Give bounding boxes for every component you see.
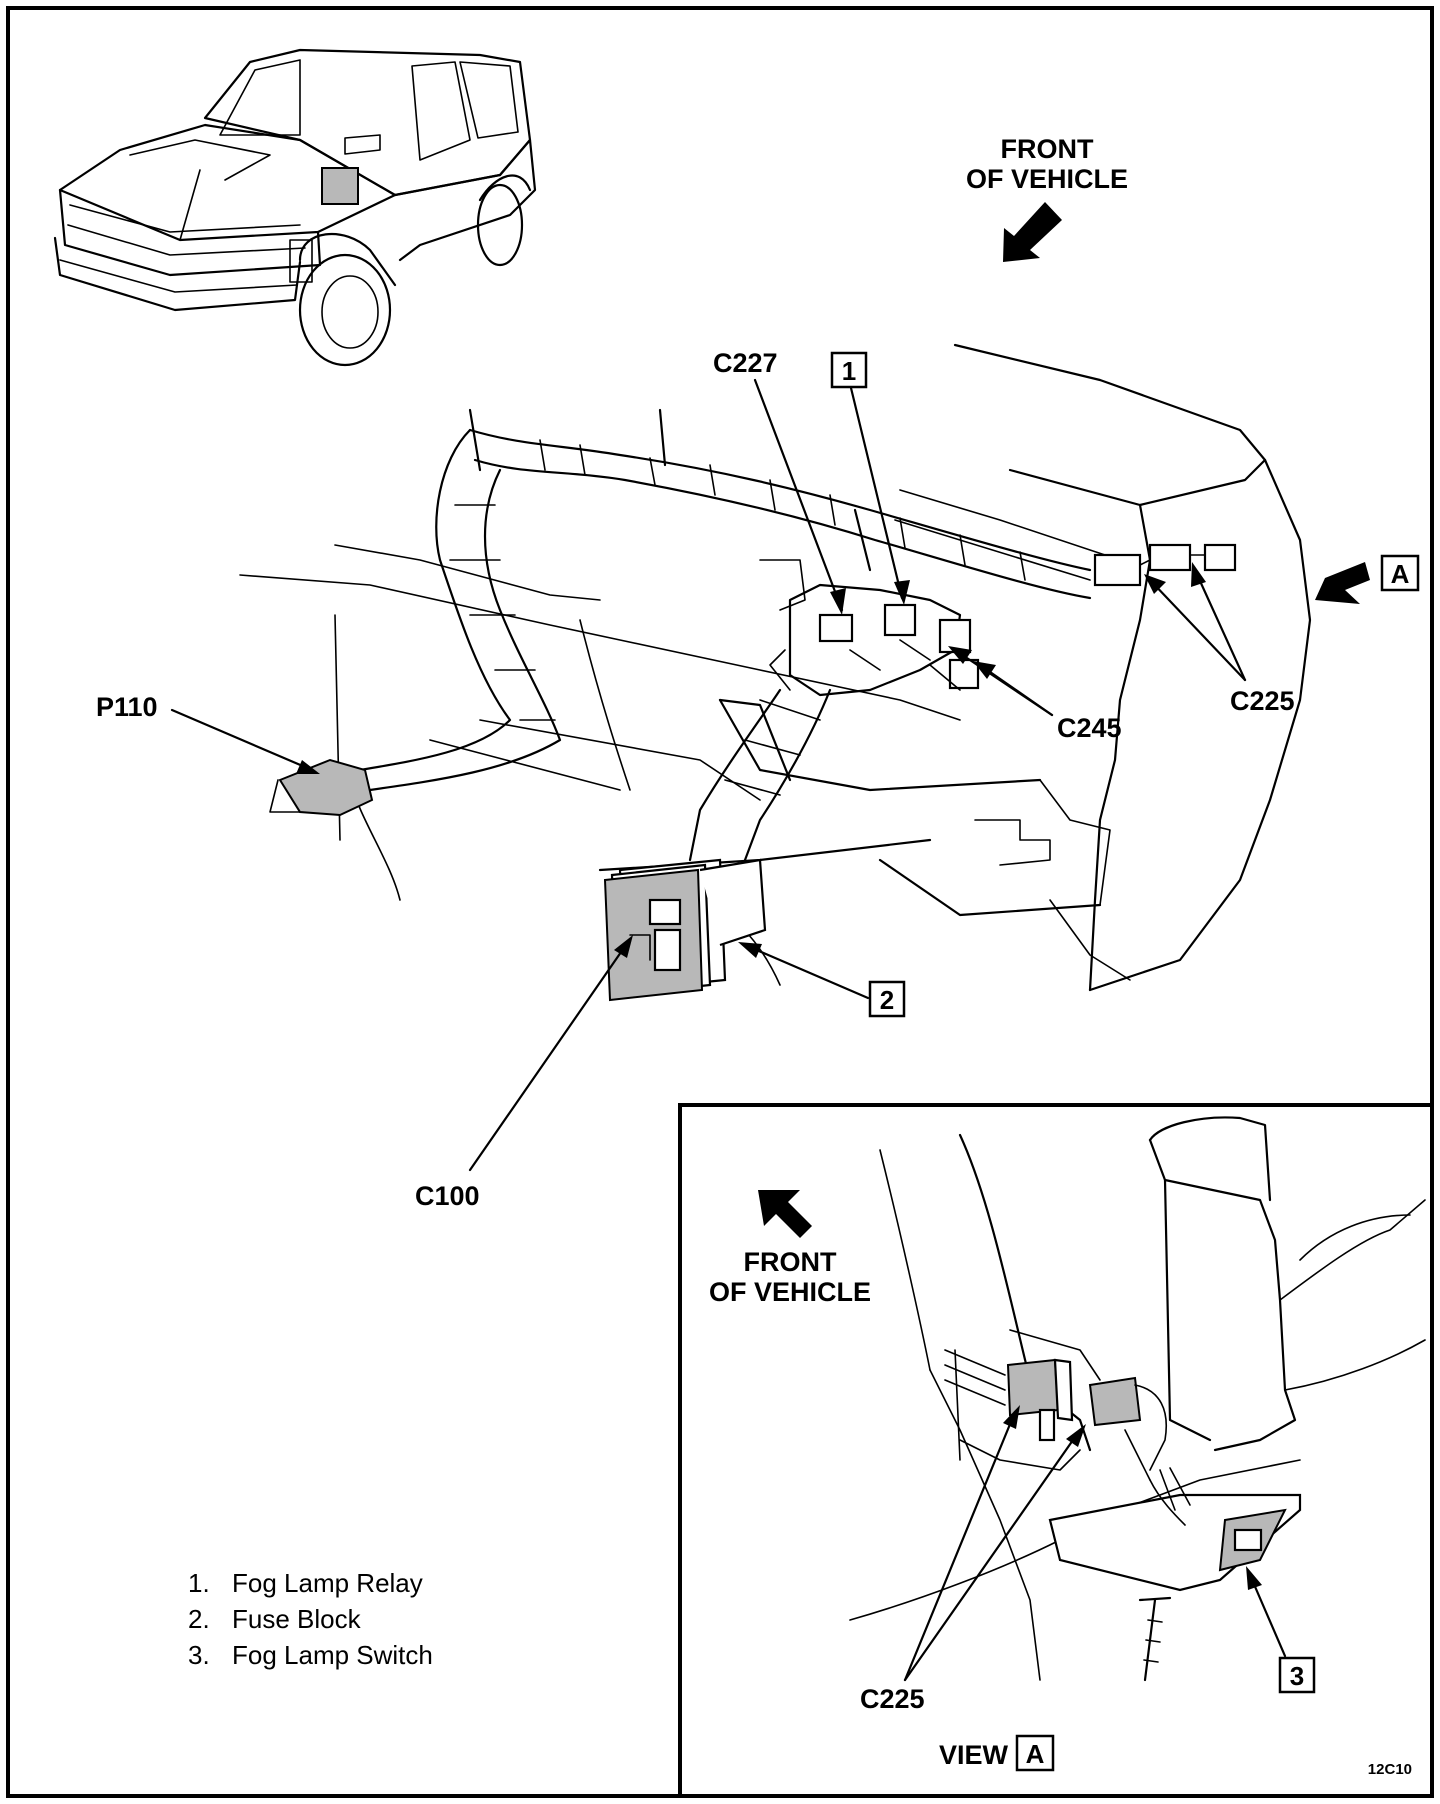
legend-item-3-text: Fog Lamp Switch	[232, 1640, 433, 1670]
view-a-box-label: A	[1026, 1739, 1045, 1769]
box-3	[1278, 1656, 1316, 1694]
legend-item-1-text: Fog Lamp Relay	[232, 1568, 423, 1598]
inset-front-label-line2: OF VEHICLE	[709, 1277, 871, 1307]
legend-item-1-num: 1.	[188, 1568, 210, 1598]
legend-item-2-num: 2.	[188, 1604, 210, 1634]
inset-view-a: FRONT OF VEHICLE	[678, 1103, 1434, 1798]
box-1	[830, 351, 868, 389]
c225-label-main: C225	[1230, 686, 1295, 716]
box-2-label: 2	[880, 985, 894, 1015]
p110-grommet	[278, 758, 374, 817]
box-3-label: 3	[1290, 1661, 1304, 1691]
front-of-vehicle-label-line1: FRONT	[1001, 134, 1094, 164]
inset-front-arrow	[758, 1190, 812, 1238]
c227-label: C227	[713, 348, 778, 378]
c245-label: C245	[1057, 713, 1122, 743]
inset-c225-label: C225	[860, 1684, 925, 1714]
legend-item-2-text: Fuse Block	[232, 1604, 362, 1634]
figure-code: 12C10	[1368, 1761, 1412, 1778]
view-a-box	[1015, 1734, 1055, 1772]
inset-front-label-line1: FRONT	[744, 1247, 837, 1277]
front-direction-arrow	[1003, 202, 1062, 262]
c100-label: C100	[415, 1181, 480, 1211]
dash-assembly	[239, 343, 1312, 1002]
front-of-vehicle-label-line2: OF VEHICLE	[966, 164, 1128, 194]
box-1-leader	[849, 386, 904, 600]
box-2	[868, 980, 906, 1018]
legend: 1. Fog Lamp Relay 2. Fuse Block 3. Fog L…	[188, 1568, 433, 1670]
box-a	[1380, 554, 1420, 592]
view-a-label: VIEW	[939, 1740, 1009, 1770]
view-a-arrow	[1315, 562, 1370, 604]
legend-item-3-num: 3.	[188, 1640, 210, 1670]
fuse-block	[603, 858, 767, 1002]
location-marker	[321, 167, 359, 205]
box-1-label: 1	[842, 356, 856, 386]
c227-arrowhead	[830, 588, 846, 615]
vehicle-illustration	[53, 48, 537, 367]
c227-leader	[753, 378, 844, 612]
box-a-label: A	[1391, 559, 1410, 589]
p110-label: P110	[96, 692, 158, 722]
